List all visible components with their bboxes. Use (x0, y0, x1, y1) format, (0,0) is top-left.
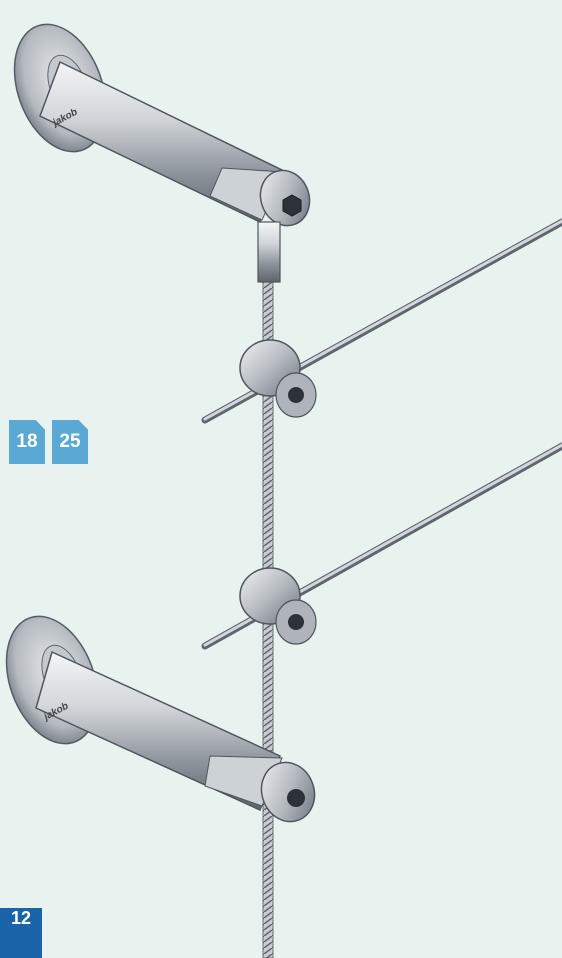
top-wall-bracket: jakob (13, 23, 311, 283)
upper-cross-clamp (239, 339, 317, 418)
cross-reference-tab[interactable]: 18 (9, 420, 45, 464)
cross-reference-tab[interactable]: 25 (52, 420, 88, 464)
page-number: 12 (0, 908, 42, 958)
bottom-wall-bracket: jakob (5, 615, 316, 823)
lower-cross-clamp (239, 567, 317, 645)
